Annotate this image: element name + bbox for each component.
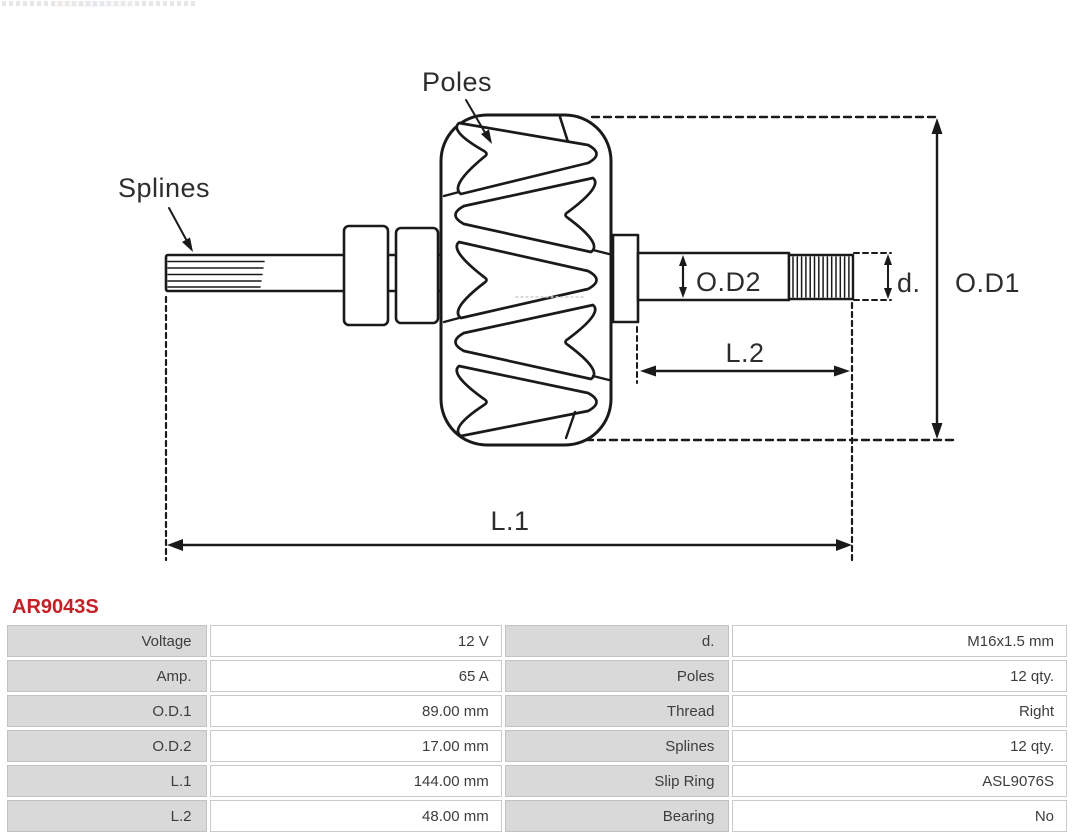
spec-label-cell: Voltage: [7, 625, 207, 657]
spec-value-cell: 12 V: [209, 625, 502, 657]
dimension-l2: [640, 365, 850, 377]
spec-value-cell: ASL9076S: [732, 765, 1067, 797]
table-row: L.2 48.00 mm Bearing No: [7, 800, 1067, 832]
rear-collar: [611, 233, 640, 324]
spec-value-cell: M16x1.5 mm: [732, 625, 1067, 657]
reference-dashed-lines: [164, 115, 956, 563]
spec-label-cell: Bearing: [504, 800, 730, 832]
spec-value-cell: No: [732, 800, 1067, 832]
spec-value-cell: 12 qty.: [732, 730, 1067, 762]
od2-label: O.D2: [696, 267, 761, 297]
spec-value-cell: 12 qty.: [732, 660, 1067, 692]
spec-label-cell: Splines: [504, 730, 730, 762]
spec-label-cell: O.D.2: [7, 730, 207, 762]
collar-block-2: [394, 226, 440, 325]
rotor-technical-drawing: Poles Splines O.D2 L.2 d. O.D1 L.1: [118, 67, 1020, 563]
rotor-diagram-svg: Poles Splines O.D2 L.2 d. O.D1 L.1: [118, 67, 1020, 563]
l1-label: L.1: [490, 506, 529, 536]
watermark-strip: [2, 1, 195, 7]
table-row: L.1 144.00 mm Slip Ring ASL9076S: [7, 765, 1067, 797]
splines-callout-arrow: [168, 207, 193, 252]
collar-block-1: [342, 224, 390, 327]
watermark-tint: [54, 1, 134, 7]
dimension-od2: [679, 255, 687, 298]
spec-table: Voltage 12 V d. M16x1.5 mm Amp. 65 A Pol…: [4, 622, 1070, 835]
spec-label-cell: Slip Ring: [504, 765, 730, 797]
od1-label: O.D1: [955, 268, 1020, 298]
threaded-end: [787, 253, 855, 301]
d-label: d.: [897, 268, 921, 298]
spec-label-cell: Amp.: [7, 660, 207, 692]
splines-label: Splines: [118, 173, 210, 203]
spec-value-cell: 144.00 mm: [209, 765, 502, 797]
spec-value-cell: 17.00 mm: [209, 730, 502, 762]
spec-label-cell: L.1: [7, 765, 207, 797]
spline-hatch-lines: [167, 260, 265, 288]
dimension-l1: [167, 539, 852, 551]
dimension-d: [884, 254, 892, 299]
table-row: O.D.2 17.00 mm Splines 12 qty.: [7, 730, 1067, 762]
spec-label-cell: d.: [504, 625, 730, 657]
spec-label-cell: L.2: [7, 800, 207, 832]
poles-callout-arrow: [465, 99, 492, 144]
spec-value-cell: 65 A: [209, 660, 502, 692]
table-row: Voltage 12 V d. M16x1.5 mm: [7, 625, 1067, 657]
spec-value-cell: 89.00 mm: [209, 695, 502, 727]
l2-label: L.2: [725, 338, 764, 368]
part-number: AR9043S: [12, 596, 99, 618]
table-row: Amp. 65 A Poles 12 qty.: [7, 660, 1067, 692]
poles-label: Poles: [422, 67, 492, 97]
spec-value-cell: 48.00 mm: [209, 800, 502, 832]
rotor-pole-body: [439, 113, 613, 447]
table-row: O.D.1 89.00 mm Thread Right: [7, 695, 1067, 727]
spec-label-cell: O.D.1: [7, 695, 207, 727]
dimension-od1: [931, 118, 943, 439]
spec-label-cell: Poles: [504, 660, 730, 692]
spec-value-cell: Right: [732, 695, 1067, 727]
spec-label-cell: Thread: [504, 695, 730, 727]
